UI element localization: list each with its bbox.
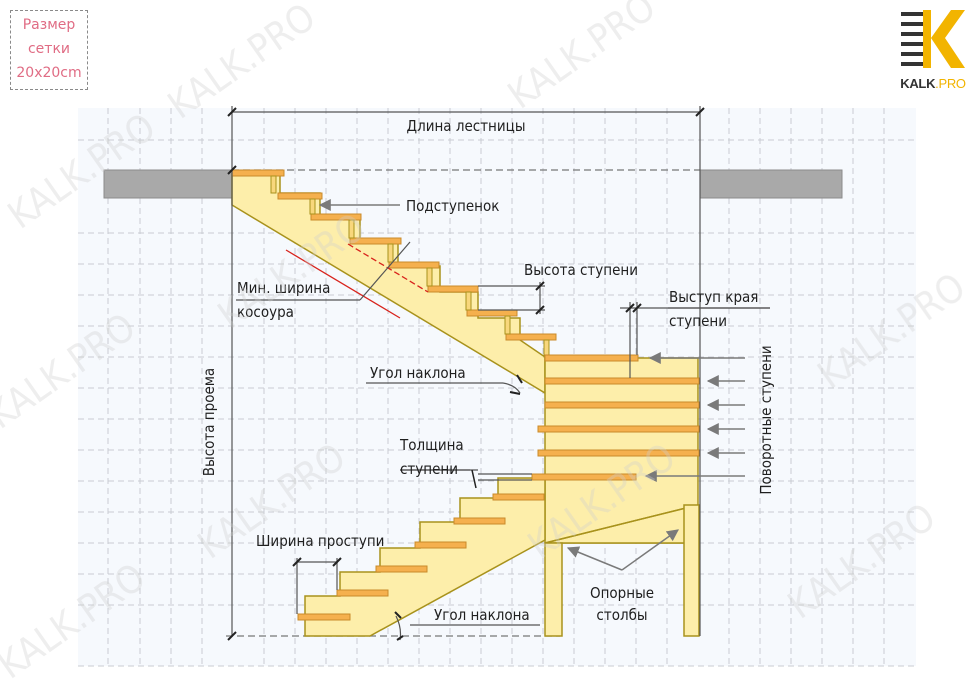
svg-text:KALK.PRO: KALK.PRO	[780, 495, 943, 628]
winder-stringer-block	[544, 357, 699, 544]
label-min-stringer-width-1: Мин. ширина	[237, 279, 330, 297]
logo-text: KALK.PRO	[900, 76, 966, 91]
lower-stringer	[304, 477, 546, 637]
svg-text:KALK.PRO: KALK.PRO	[190, 435, 353, 568]
grid-size-note: Размер сетки 20x20cm	[10, 10, 88, 90]
label-riser: Подступенок	[406, 197, 499, 215]
label-tread-thickness-1: Толщина	[399, 436, 464, 454]
label-step-height: Высота ступени	[524, 261, 638, 279]
svg-text:KALK.PRO: KALK.PRO	[160, 0, 323, 127]
svg-text:KALK.PRO: KALK.PRO	[0, 305, 143, 438]
logo-k-icon	[901, 10, 965, 68]
dimension-lines	[227, 106, 770, 641]
svg-text:KALK.PRO: KALK.PRO	[520, 435, 683, 568]
label-min-stringer-width-2: косоура	[237, 303, 294, 321]
label-nosing-2: ступени	[669, 312, 727, 330]
lower-treads	[297, 493, 545, 621]
label-tread-thickness-2: ступени	[400, 460, 458, 478]
label-stair-length: Длина лестницы	[407, 117, 526, 135]
grid-size-line2: сетки	[27, 41, 71, 57]
label-underlines	[400, 307, 770, 471]
grid-size-line1: Размер	[22, 17, 76, 33]
riser-boards	[270, 175, 550, 358]
label-support-posts-2: столбы	[596, 606, 647, 624]
post-arrow-left	[566, 546, 623, 571]
floor-slab-left	[103, 169, 233, 199]
support-post-left	[544, 542, 563, 637]
winder-treads	[531, 354, 700, 481]
support-post-right	[683, 504, 700, 637]
svg-text:KALK.PRO: KALK.PRO	[500, 0, 663, 117]
label-winder-steps: Поворотные ступени	[757, 345, 775, 494]
upper-treads	[231, 169, 557, 341]
floor-slab-right	[699, 169, 843, 199]
svg-text:KALK.PRO: KALK.PRO	[0, 555, 153, 688]
label-slope-angle-upper: Угол наклона	[370, 364, 466, 382]
svg-text:KALK.PRO: KALK.PRO	[210, 205, 373, 338]
svg-text:KALK.PRO: KALK.PRO	[810, 265, 973, 398]
grid-background	[78, 108, 916, 667]
kalk-pro-logo: KALK.PRO	[893, 8, 973, 96]
min-stringer-width-lines	[285, 243, 429, 319]
svg-text:KALK.PRO: KALK.PRO	[0, 105, 163, 238]
post-arrow-right	[621, 529, 679, 571]
label-support-posts-1: Опорные	[590, 584, 654, 602]
grid-size-line3: 20x20cm	[16, 65, 82, 81]
upper-stringer	[231, 173, 546, 395]
label-tread-width: Ширина проступи	[256, 532, 384, 550]
label-opening-height: Высота проема	[200, 368, 218, 476]
label-nosing-1: Выступ края	[669, 288, 758, 306]
leader-arrows	[318, 199, 745, 571]
label-slope-angle-lower: Угол наклона	[434, 606, 530, 624]
